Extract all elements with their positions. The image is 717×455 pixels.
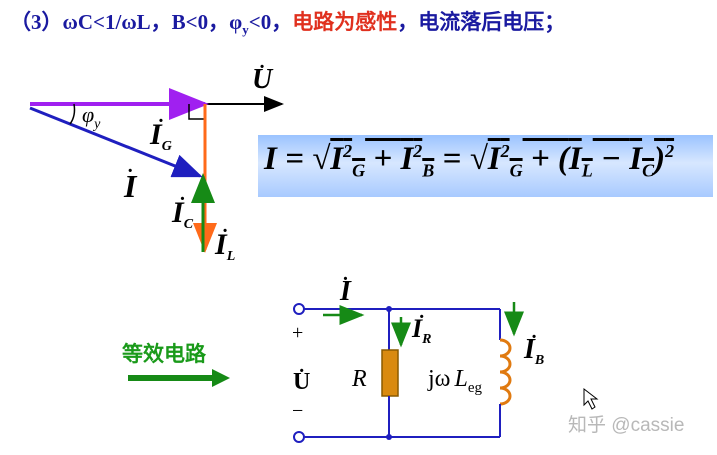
label-ig: ·IG (150, 110, 172, 154)
label-phi: φy (82, 102, 101, 132)
resistor-label: R (352, 366, 367, 392)
equivalent-circuit-label: 等效电路 (122, 342, 206, 366)
heading-phi-sub: y (242, 22, 249, 38)
terminal-top (293, 303, 305, 315)
heading-part3: ，电流落后电压； (397, 10, 566, 34)
heading-part1: （3）ωC<1/ωL，B<0，φ (10, 10, 243, 34)
formula-box (258, 135, 713, 197)
minus-sign: − (292, 400, 304, 422)
heading-red-text: 电路为感性 (292, 10, 398, 34)
formula: I = √I2G + I2B = √I2G + (IL − IC)2 (264, 141, 675, 181)
heading-part2: <0， (248, 10, 293, 34)
label-u: ·U (252, 56, 273, 95)
mouse-cursor-icon (583, 387, 599, 410)
right-angle-mark (188, 104, 205, 120)
label-il: ·IL (215, 220, 236, 264)
circuit-label-ib: ·IB (524, 326, 545, 368)
equivalent-arrow-head (212, 369, 230, 387)
phi-arc (69, 103, 76, 125)
circuit-label-i: ·I (340, 268, 351, 307)
label-ic: ·IC (172, 188, 194, 232)
resistor (381, 349, 399, 397)
terminal-bottom (293, 431, 305, 443)
watermark: 知乎 @cassie (568, 415, 685, 436)
label-i: ·I (124, 160, 137, 204)
heading: （3）ωC<1/ωL，B<0，φy<0，电路为感性，电流落后电压； (10, 6, 565, 38)
i-phasor (29, 106, 203, 178)
inductor-coil (499, 338, 512, 406)
circuit-label-u: ·U (293, 360, 311, 395)
plus-sign: + (292, 322, 304, 344)
circuit-label-ir: ·IR (412, 306, 432, 347)
